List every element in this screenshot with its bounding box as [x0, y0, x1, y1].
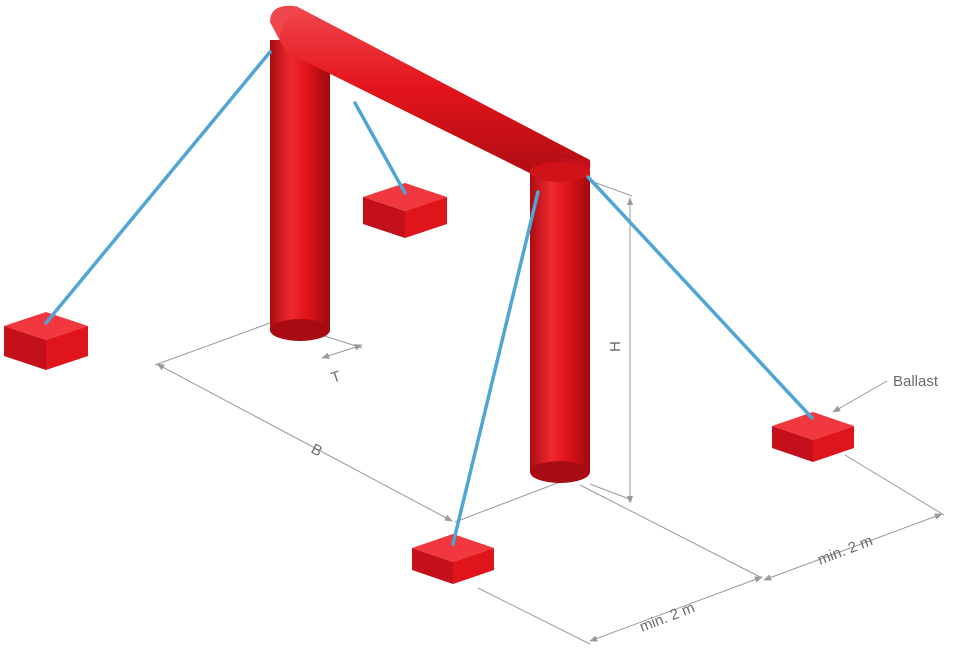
ballast-front — [412, 534, 494, 584]
width-extension-right — [454, 481, 561, 523]
arch-leg-right — [530, 162, 590, 483]
front-dimension-line — [589, 576, 763, 642]
height-label: H — [607, 341, 624, 352]
rope-back — [353, 101, 407, 195]
min-distance-front-label: min. 2 m — [637, 599, 697, 635]
ballast-back — [363, 183, 447, 238]
height-extension-bottom — [589, 483, 633, 501]
width-label: B — [308, 441, 325, 461]
arch-leg-left — [270, 40, 330, 341]
ballast-label: Ballast — [893, 373, 939, 390]
ballast-right — [772, 412, 854, 462]
guy-ropes — [44, 50, 814, 546]
min-distance-side-label: min. 2 m — [815, 532, 875, 568]
rope-right — [586, 175, 814, 420]
ballast-left — [4, 312, 88, 370]
depth-label: T — [329, 368, 343, 387]
front-extension-right — [579, 484, 763, 579]
rope-left — [44, 50, 272, 325]
rope-front — [451, 190, 540, 546]
width-dimension-line — [156, 363, 453, 522]
width-extension-left — [154, 322, 271, 366]
depth-dimension-line — [321, 344, 363, 359]
front-extension-left — [477, 587, 591, 645]
side-extension — [844, 454, 945, 516]
ballast-leader-line — [832, 380, 888, 413]
side-dimension-line — [763, 513, 943, 581]
